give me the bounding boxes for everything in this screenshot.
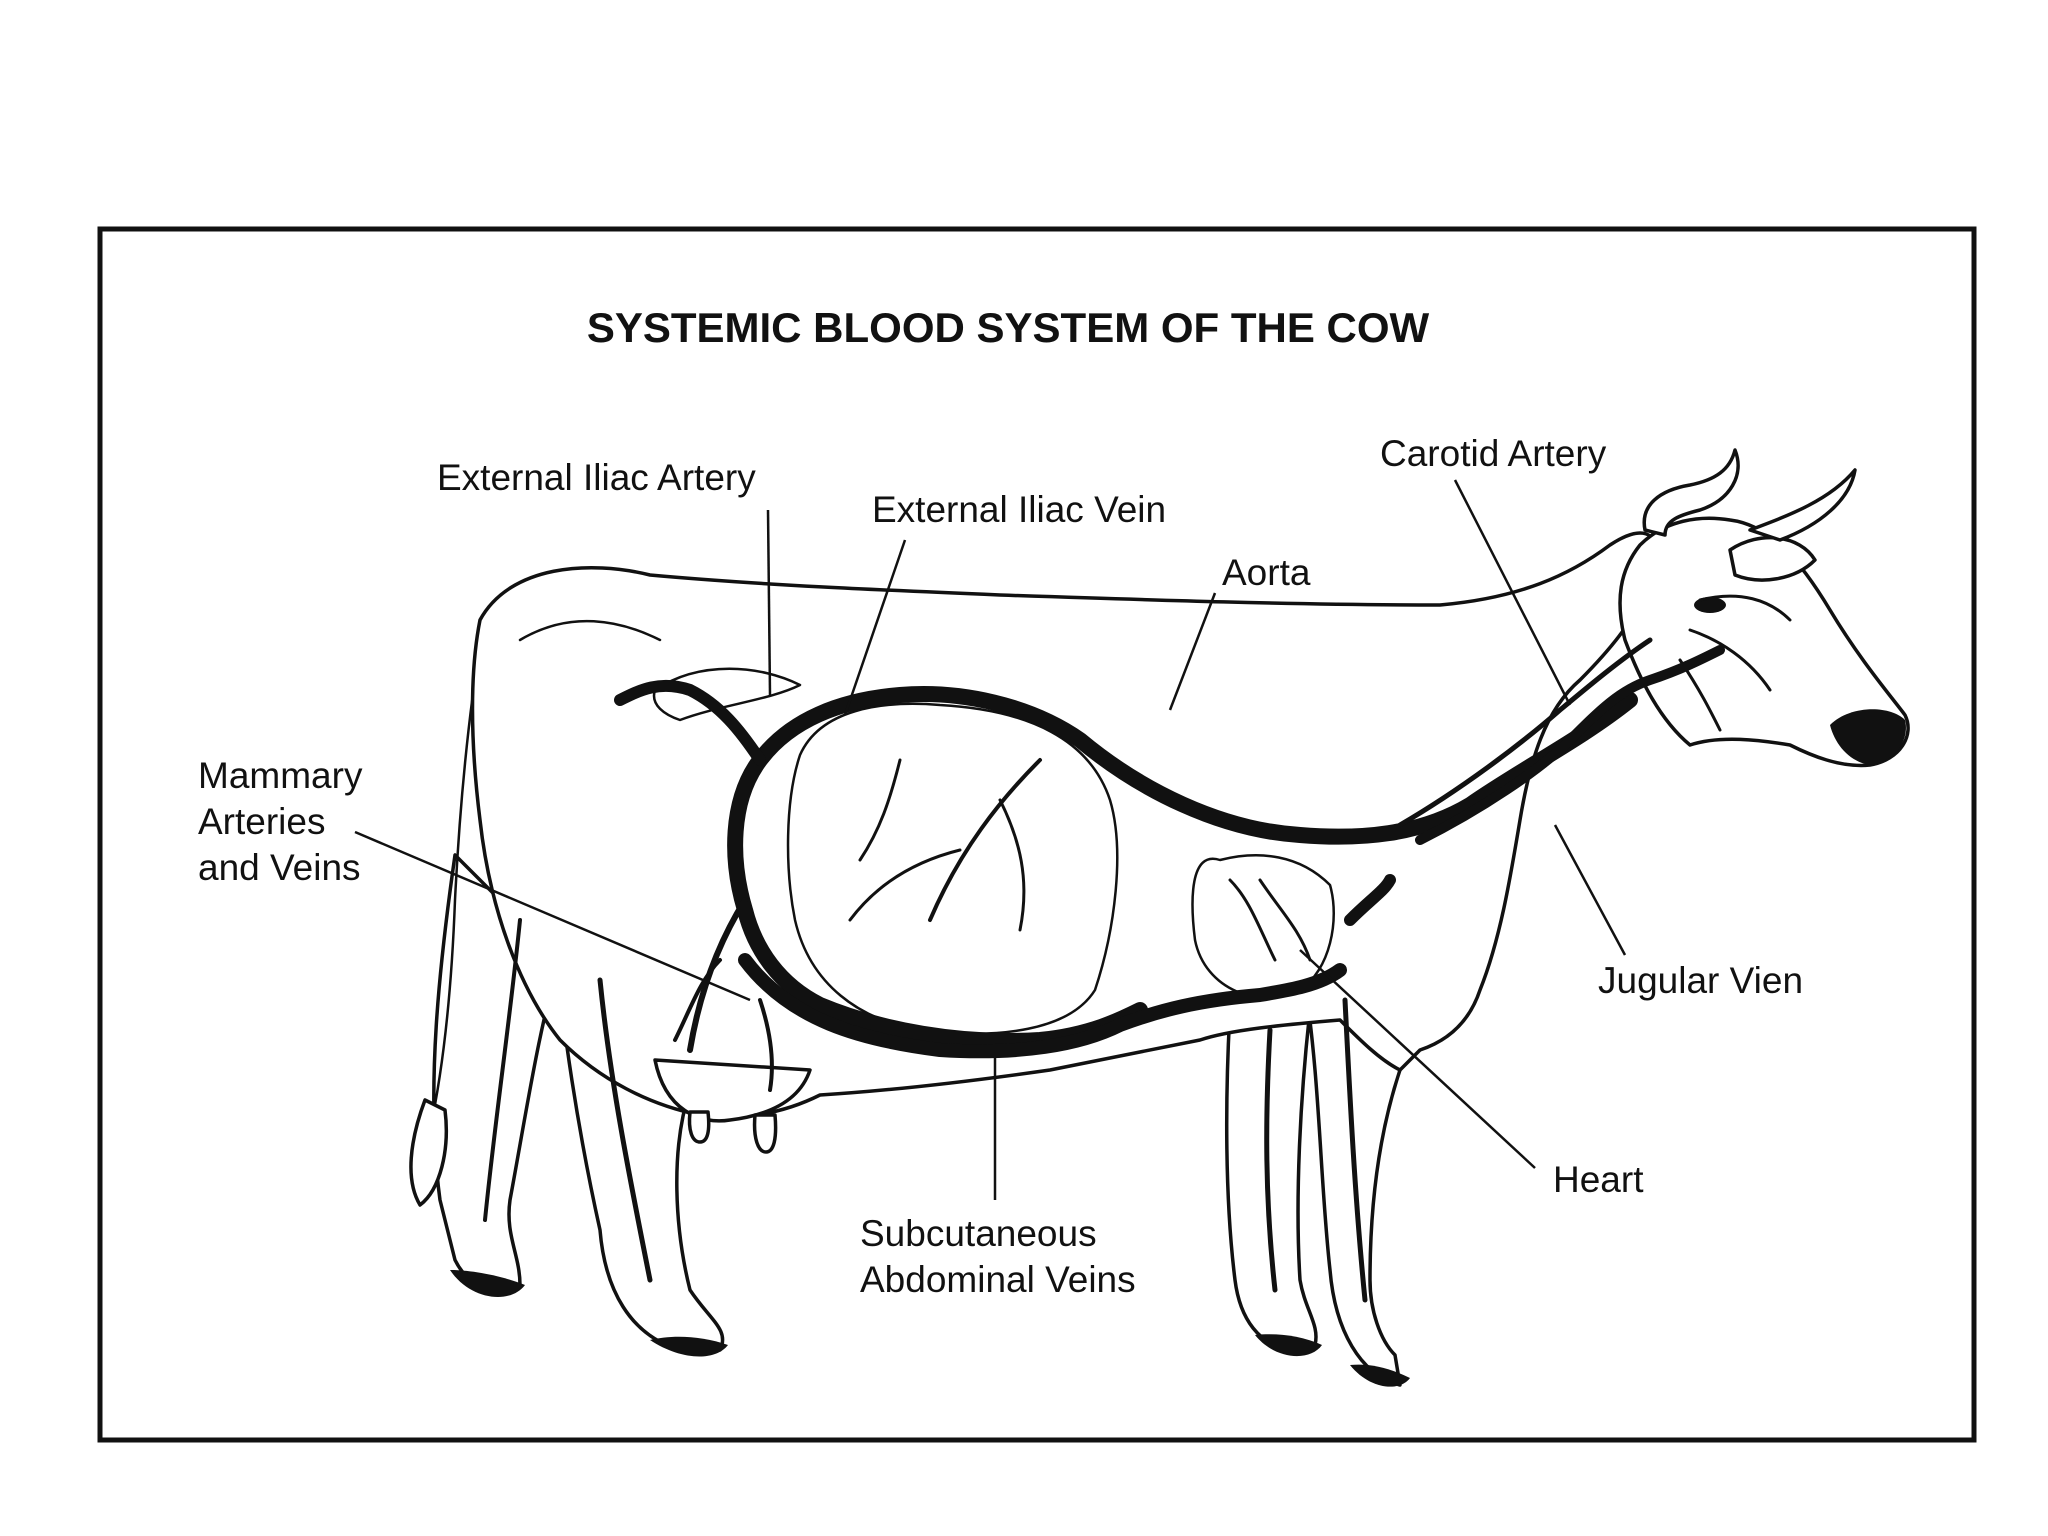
cow-nose	[1830, 709, 1906, 765]
heart-branch	[1228, 878, 1277, 962]
leader-external-iliac-artery	[766, 509, 772, 696]
intestinal-branch	[848, 848, 962, 922]
leader-mammary	[354, 830, 751, 1002]
label-jugular-vein: Jugular Vien	[1598, 960, 1803, 1001]
label-subcutaneous-line2: Abdominal Veins	[860, 1259, 1136, 1300]
intestinal-branch	[998, 798, 1026, 932]
leader-carotid-artery	[1453, 479, 1572, 706]
label-aorta: Aorta	[1222, 552, 1311, 593]
cow-flank-line	[518, 619, 662, 642]
cow-hoof	[1255, 1334, 1322, 1357]
cow-ear	[1728, 536, 1817, 582]
label-subcutaneous-line1: Subcutaneous	[860, 1213, 1097, 1254]
leader-external-iliac-vein	[843, 539, 907, 716]
leader-aorta	[1168, 592, 1217, 711]
heart-branch	[1258, 878, 1312, 962]
mammary-vessel	[758, 998, 774, 1092]
leader-jugular-vein	[1553, 824, 1627, 956]
blood-vessels	[483, 594, 1792, 1303]
aorta-vessel	[727, 686, 1638, 1049]
leader-heart	[1299, 949, 1536, 1169]
external-iliac-vessel	[614, 679, 766, 766]
leg-vessel	[1264, 1027, 1278, 1293]
subcutaneous-abdominal-vein-vessel	[738, 953, 1347, 1059]
intestinal-branch	[928, 758, 1042, 922]
cow-horn	[1748, 468, 1857, 542]
head-branch	[1698, 594, 1792, 622]
label-external-iliac-vein: External Iliac Vein	[872, 489, 1166, 530]
leg-vessel	[597, 977, 653, 1283]
label-mammary-line1: Mammary	[198, 755, 363, 796]
label-mammary-line2: Arteries	[198, 801, 325, 842]
leader-lines	[354, 479, 1627, 1200]
cow-hoof	[450, 1270, 525, 1297]
cow-horn	[1642, 448, 1740, 537]
head-branch	[1678, 658, 1722, 732]
cow-intestine-outline	[786, 702, 1119, 1035]
cow-tail-switch	[409, 1098, 449, 1207]
cow-hoof	[1350, 1364, 1410, 1387]
cow-teat	[687, 1110, 711, 1144]
leg-vessel	[1342, 997, 1368, 1303]
head-branch	[1688, 628, 1772, 692]
jugular-vein-vessel	[1415, 645, 1725, 845]
intestinal-branch	[858, 758, 902, 862]
carotid-artery-vessel	[1397, 637, 1653, 828]
cow-teat	[752, 1113, 778, 1154]
label-carotid-artery: Carotid Artery	[1380, 433, 1607, 474]
cow-kidney-outline	[652, 667, 802, 722]
diagram-title: SYSTEMIC BLOOD SYSTEM OF THE COW	[587, 304, 1430, 351]
label-mammary-line3: and Veins	[198, 847, 361, 888]
mammary-vessel	[673, 958, 722, 1042]
cow-hoof	[650, 1336, 728, 1357]
label-heart: Heart	[1553, 1159, 1644, 1200]
leg-vessel	[483, 918, 522, 1222]
label-external-iliac-artery: External Iliac Artery	[437, 457, 756, 498]
heart-connector-vessel	[1344, 874, 1396, 926]
labels: External Iliac Artery External Iliac Vei…	[198, 433, 1803, 1300]
